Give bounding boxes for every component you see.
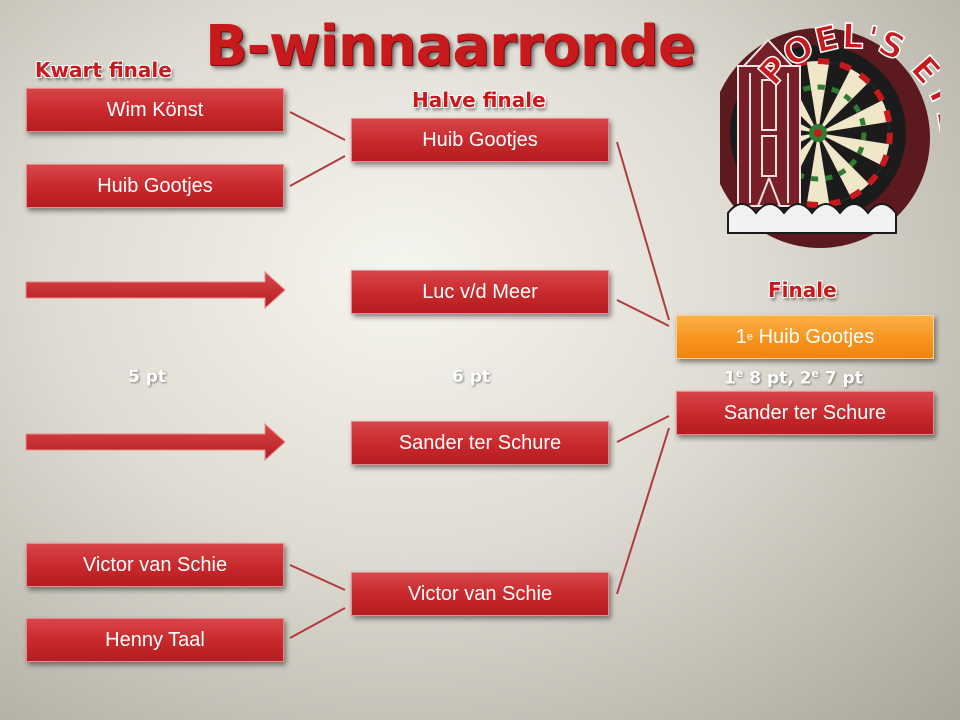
semifinal-player-2: Luc v/d Meer	[351, 270, 609, 314]
points-second-rank: 2	[799, 368, 812, 389]
points-first-rank: 1	[724, 368, 736, 389]
dartboard-segment	[818, 82, 883, 133]
semifinal-player-3: Sander ter Schure	[351, 421, 609, 465]
final-runner-up: Sander ter Schure	[676, 391, 934, 435]
dartboard-segment	[818, 133, 851, 205]
connector-line	[616, 415, 670, 443]
quarterfinal-player-3: Victor van Schie	[26, 543, 284, 587]
page-title: B-winnaarronde	[205, 14, 696, 79]
connector-line	[289, 155, 346, 187]
poels-eye-logo: POEL'S EYE	[720, 18, 940, 248]
connector-line	[616, 141, 670, 321]
points-final: 1e 8 pt, 2e 7 pt	[724, 367, 863, 389]
winner-name: Huib Gootjes	[758, 325, 875, 348]
connector-line	[289, 111, 346, 141]
points-first-suffix: e	[735, 367, 744, 380]
points-semifinal: 6 pt	[452, 367, 491, 387]
waves-icon	[727, 203, 897, 234]
winner-rank-suffix: e	[746, 331, 754, 343]
quarterfinal-player-1: Wim Könst	[26, 88, 284, 132]
points-second-suffix: e	[811, 367, 819, 380]
windmill-icon	[737, 38, 801, 207]
connector-line	[289, 607, 346, 639]
round-label-final: Finale	[768, 278, 837, 302]
bye-arrow-2	[25, 422, 286, 462]
winner-rank: 1	[735, 325, 747, 348]
round-label-semifinal: Halve finale	[412, 88, 546, 112]
dartboard-segment	[818, 61, 851, 133]
quarterfinal-player-2: Huib Gootjes	[26, 164, 284, 208]
points-quarterfinal: 5 pt	[128, 367, 167, 387]
points-first-value: 8 pt,	[743, 368, 800, 389]
connector-line	[616, 299, 670, 327]
round-label-quarterfinal: Kwart finale	[35, 58, 172, 82]
semifinal-player-4: Victor van Schie	[351, 572, 609, 616]
quarterfinal-player-4: Henny Taal	[26, 618, 284, 662]
connector-line	[616, 427, 670, 595]
dartboard-segment	[818, 133, 883, 184]
semifinal-player-1: Huib Gootjes	[351, 118, 609, 162]
points-second-value: 7 pt	[818, 368, 863, 389]
dartboard-segment	[818, 121, 890, 145]
connector-line	[289, 564, 346, 591]
bye-arrow-1	[25, 270, 286, 310]
